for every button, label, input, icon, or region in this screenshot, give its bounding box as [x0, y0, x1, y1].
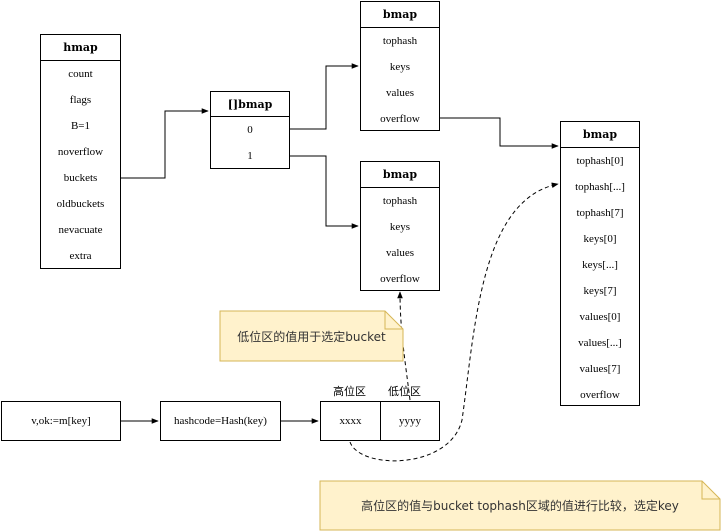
bmap-top-field-2: values — [385, 87, 415, 99]
bucket-array-item-0: 0 — [247, 124, 253, 136]
bmap-right-field-6: values[0] — [579, 311, 621, 323]
bmap-right-field-0: tophash[0] — [576, 155, 624, 167]
hmap-field-6: nevacuate — [58, 224, 103, 236]
hmap-field-3: noverflow — [57, 146, 104, 158]
hmap-title: hmap — [41, 35, 120, 61]
low-note-fold — [384, 311, 403, 330]
bmap-top-field-3: overflow — [380, 113, 420, 125]
edge-array1-to-bmap-mid — [290, 155, 359, 229]
bmap-right-field-7: values[...] — [578, 337, 622, 349]
edge-buckets-to-array — [120, 108, 209, 179]
high-note-text: 高位区的值与bucket tophash区域的值进行比较，选定key — [361, 499, 679, 513]
bucket-array-item-1: 1 — [247, 150, 253, 162]
bmap-right-field-2: tophash[7] — [576, 207, 624, 219]
bmap-mid-field-3: overflow — [380, 273, 420, 285]
hmap-field-2: B=1 — [70, 120, 91, 132]
high-note-fold — [701, 481, 720, 500]
bucket-array-title: []bmap — [211, 92, 289, 117]
bmap-mid-box: bmap tophash keys values overflow — [360, 161, 440, 291]
bmap-mid-field-2: values — [385, 247, 415, 259]
high-bits-box: xxxx — [320, 401, 381, 441]
low-note-text: 低位区的值用于选定bucket — [237, 329, 386, 344]
low-bits-box: yyyy — [380, 401, 440, 441]
bmap-right-title: bmap — [561, 122, 639, 148]
hmap-field-4: buckets — [63, 172, 98, 184]
bmap-mid-title: bmap — [361, 162, 439, 188]
bmap-top-field-0: tophash — [382, 35, 418, 47]
hmap-field-1: flags — [69, 94, 92, 106]
hmap-field-7: extra — [69, 250, 92, 262]
bmap-right-field-5: keys[7] — [583, 285, 617, 297]
bmap-right-field-3: keys[0] — [583, 233, 617, 245]
lookup-box: v,ok:=m[key] — [1, 401, 121, 441]
hash-box: hashcode=Hash(key) — [160, 401, 281, 441]
hmap-field-0: count — [68, 68, 93, 80]
high-note-shape — [319, 480, 721, 531]
bmap-top-title: bmap — [361, 2, 439, 28]
bmap-right-field-1: tophash[...] — [575, 181, 625, 193]
bmap-right-field-4: keys[...] — [582, 259, 618, 271]
bmap-right-field-8: values[7] — [579, 363, 621, 375]
bmap-right-box: bmap tophash[0] tophash[...] tophash[7] key… — [560, 121, 640, 406]
edge-overflow-to-bmap-right — [440, 117, 559, 149]
bucket-array-box: []bmap 0 1 — [210, 91, 290, 169]
high-bits-label: 高位区 — [333, 385, 366, 398]
edge-array0-to-bmap-top — [290, 63, 359, 130]
bmap-right-field-9: overflow — [580, 389, 620, 401]
bmap-mid-field-0: tophash — [382, 195, 418, 207]
bmap-top-field-1: keys — [389, 61, 411, 73]
low-bits-label: 低位区 — [388, 385, 421, 398]
bmap-mid-field-1: keys — [389, 221, 411, 233]
hmap-field-5: oldbuckets — [56, 198, 105, 210]
bmap-top-box: bmap tophash keys values overflow — [360, 1, 440, 131]
low-note-shape — [219, 310, 404, 362]
